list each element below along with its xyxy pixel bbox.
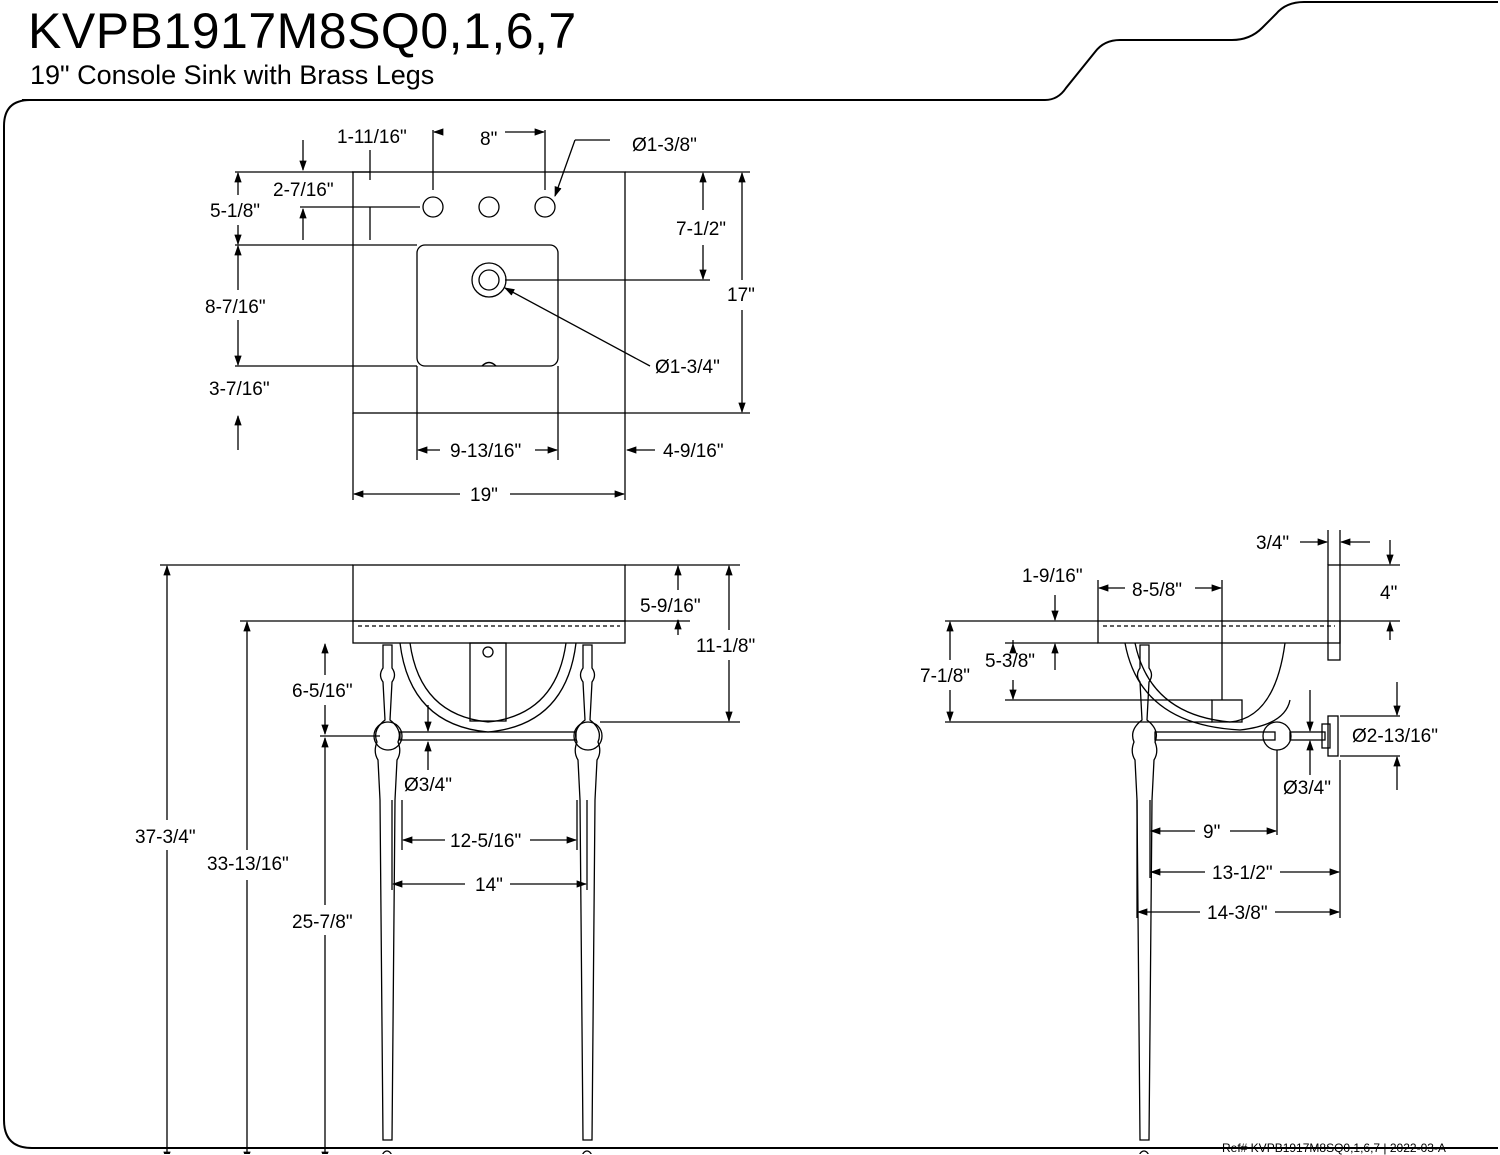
dim-leg-inner: 12-5/16" xyxy=(450,831,521,852)
dim-bar-height: 25-7/8" xyxy=(292,912,353,933)
dim-top-to-bar: 11-1/8" xyxy=(696,636,755,657)
dim-hole-offset-y: 2-7/16" xyxy=(273,180,334,201)
dim-back-to-bowl: 5-1/8" xyxy=(210,201,260,222)
top-outline xyxy=(352,171,626,414)
dim-side-edge: 4-9/16" xyxy=(663,441,724,462)
dim-overall-height: 37-3/4" xyxy=(135,827,196,848)
left-leg xyxy=(374,644,401,1141)
dim-overall-width: 19" xyxy=(470,485,498,506)
dim-bracket-height: 4" xyxy=(1380,583,1397,604)
front-view xyxy=(160,564,740,1154)
bowl-outline xyxy=(416,244,559,367)
dim-drain-dia: Ø1-3/4" xyxy=(655,357,720,378)
dim-leg-to-bar: 9" xyxy=(1203,822,1220,843)
side-view xyxy=(945,530,1401,1154)
dim-bowl-depth: 8-7/16" xyxy=(205,297,266,318)
dim-hole-spacing: 8" xyxy=(480,129,497,150)
dim-basin-height: 5-9/16" xyxy=(640,596,701,617)
product-description: 19" Console Sink with Brass Legs xyxy=(30,60,435,90)
dim-back-to-drain: 7-1/2" xyxy=(676,219,726,240)
faucet-hole-left xyxy=(422,196,444,218)
basin-rim xyxy=(352,620,626,644)
drain-body xyxy=(469,642,507,722)
top-view xyxy=(234,128,750,500)
dim-side-bowl-depth: 8-5/8" xyxy=(1132,580,1182,601)
basin-top xyxy=(352,564,626,622)
dim-side-bar-dia: Ø3/4" xyxy=(1283,778,1331,799)
faucet-hole-center xyxy=(478,196,500,218)
dim-faucet-hole-dia: Ø1-3/8" xyxy=(632,135,697,156)
wall-bracket xyxy=(1327,564,1341,661)
dim-drain-depth: 5-3/8" xyxy=(985,651,1035,672)
cross-bar xyxy=(399,731,577,741)
basin-rim-side xyxy=(1097,620,1341,644)
dim-bracket-thickness: 3/4" xyxy=(1256,533,1289,554)
bowl-underside-side xyxy=(1134,642,1286,723)
dim-rim-height: 33-13/16" xyxy=(207,854,289,875)
wall-flange xyxy=(1327,715,1339,757)
sheet-border xyxy=(3,1,1498,1149)
dim-leg-center: 14" xyxy=(475,875,503,896)
side-leg xyxy=(1131,644,1158,1141)
dim-front-edge: 3-7/16" xyxy=(209,379,270,400)
side-view-labels: 3/4" 4" 1-9/16" 8-5/8" 5-3/8" 7-1/8" Ø2-… xyxy=(920,533,1438,924)
top-view-labels: 1-11/16" 8" Ø1-3/8" 2-7/16" 5-1/8" 7-1/2… xyxy=(205,127,755,506)
title-block: KVPB1917M8SQ0,1,6,7 19" Console Sink wit… xyxy=(0,0,1500,100)
drain-outer xyxy=(471,262,507,298)
dim-overall-depth: 17" xyxy=(727,285,755,306)
dim-bowl-width: 9-13/16" xyxy=(450,441,521,462)
drain-inner xyxy=(478,269,500,291)
dim-top-offset: 1-9/16" xyxy=(1022,566,1083,587)
faucet-hole-right xyxy=(534,196,556,218)
model-number: KVPB1917M8SQ0,1,6,7 xyxy=(28,3,577,59)
dim-drain-to-bar: 6-5/16" xyxy=(292,681,353,702)
right-leg xyxy=(574,644,601,1141)
dim-leg-to-wall: 13-1/2" xyxy=(1212,863,1273,884)
side-bar xyxy=(1154,731,1276,741)
dim-overall-basin: 7-1/8" xyxy=(920,666,970,687)
reference-number: Ref# KVPB1917M8SQ0,1,6,7 | 2022-03-A xyxy=(1222,1141,1446,1155)
dim-hole-offset-x: 1-11/16" xyxy=(337,127,407,148)
dim-bar-dia: Ø3/4" xyxy=(404,775,452,796)
dim-flange-dia: Ø2-13/16" xyxy=(1352,726,1438,747)
dim-side-overall-depth: 14-3/8" xyxy=(1207,903,1268,924)
front-view-labels: 37-3/4" 33-13/16" 25-7/8" 6-5/16" 5-9/16… xyxy=(135,596,755,933)
bowl-underside xyxy=(409,642,567,723)
bar-end-ball xyxy=(1262,721,1292,751)
